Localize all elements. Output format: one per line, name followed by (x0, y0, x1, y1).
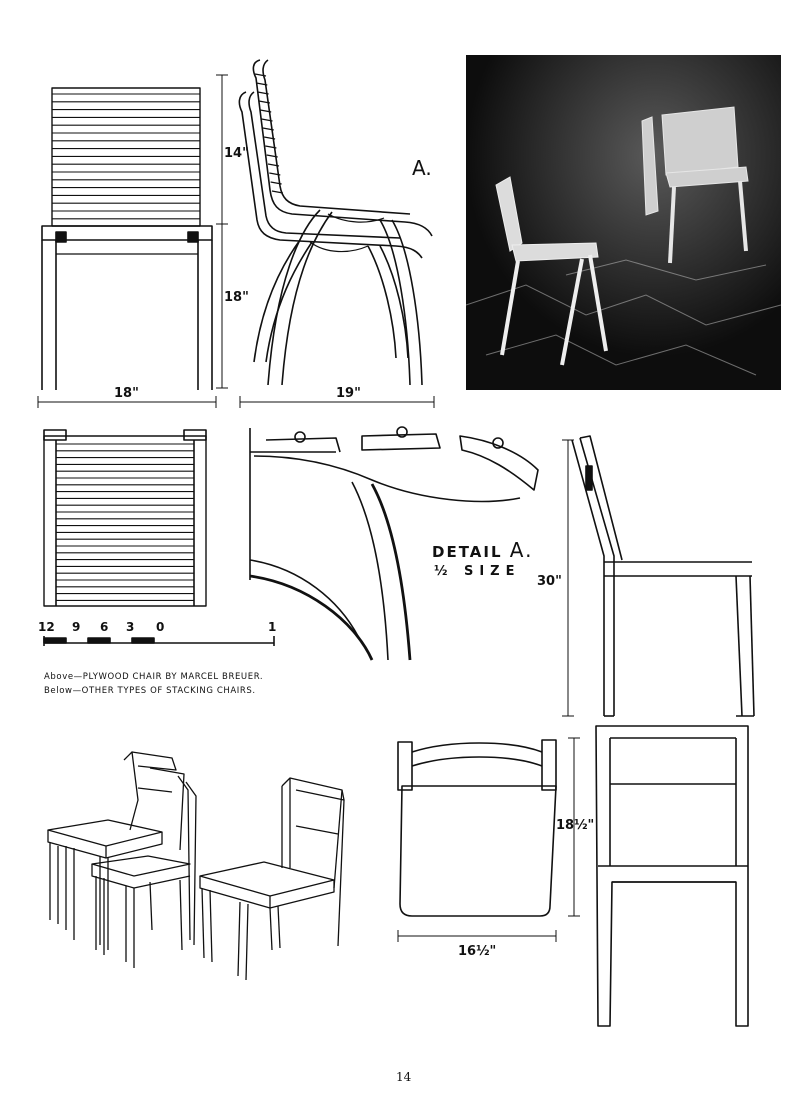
detail-a-drawing (249, 426, 539, 661)
plan-width-label: 16½" (458, 944, 497, 959)
slat-line (265, 145, 277, 149)
scale-label: 6 (100, 620, 109, 634)
scale-label: 0 (156, 620, 165, 634)
slat-line (260, 109, 272, 113)
detail-title-prefix: DETAIL (432, 543, 503, 561)
detail-marker: A. (412, 156, 432, 180)
seat-plan-view (43, 429, 207, 607)
scale-label: 1 (268, 620, 277, 634)
stacking-chair-plan (397, 739, 557, 942)
detail-scale: ½ SIZE (434, 564, 521, 579)
caption-below: Below—OTHER TYPES OF STACKING CHAIRS. (44, 686, 256, 696)
slat-line (263, 136, 276, 140)
slat-line (258, 100, 271, 104)
front-dimension-lines (37, 74, 228, 408)
slat-line (261, 118, 273, 122)
total-height-label: 30" (537, 574, 562, 589)
caption-above: Above—PLYWOOD CHAIR BY MARCEL BREUER. (44, 672, 264, 682)
slat-line (254, 73, 267, 77)
detail-title-letter: A. (509, 538, 534, 562)
slat-line (266, 154, 278, 158)
scale-label: 3 (126, 620, 135, 634)
slat-line (269, 172, 281, 176)
scale-label: 12 (38, 620, 55, 634)
page-number: 14 (396, 1070, 412, 1084)
slat-line (271, 190, 284, 194)
plan-depth-label: 18½" (556, 818, 595, 833)
back-height-label: 14" (224, 146, 249, 161)
front-width-label: 18" (114, 386, 139, 401)
scale-bar (43, 636, 275, 646)
slat-line (270, 181, 282, 185)
stacked-chairs-perspective (47, 751, 345, 981)
front-elevation-chair (41, 87, 213, 390)
seat-height-label: 18" (224, 290, 249, 305)
slat-line (267, 163, 280, 167)
slat-line (257, 91, 269, 95)
slat-line (262, 127, 274, 131)
stacking-chair-front (568, 725, 749, 1027)
side-depth-label: 19" (336, 386, 361, 401)
chair-photograph (466, 55, 781, 390)
side-dimension-lines (239, 396, 435, 408)
tall-chair-side (562, 435, 755, 717)
scale-label: 9 (72, 620, 81, 634)
detail-title: DETAIL A. (432, 538, 533, 562)
side-elevation-chairs (238, 59, 433, 386)
slat-line (256, 82, 268, 86)
